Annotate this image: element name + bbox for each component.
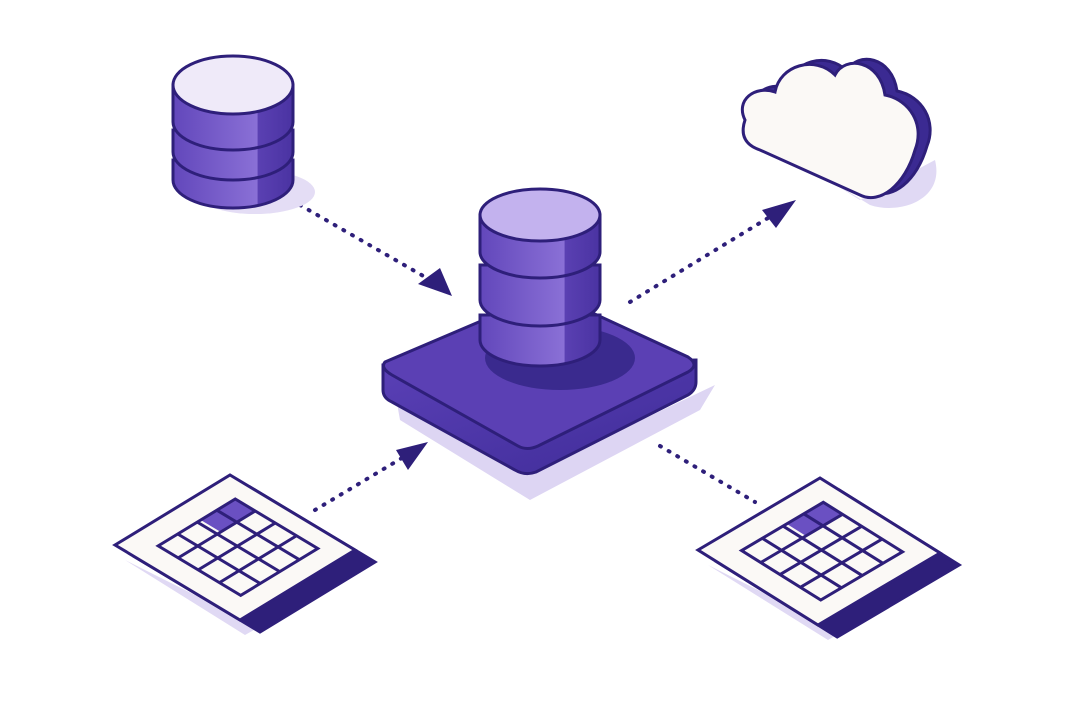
- edge-center-to-cloud: [628, 216, 770, 304]
- source-table-icon: [115, 475, 375, 635]
- cloud-icon: [740, 57, 937, 208]
- arrowhead-icon: [396, 442, 428, 470]
- edge-center-to-output-table: [658, 444, 757, 504]
- source-database-icon: [171, 54, 315, 214]
- edge-source-database-to-center: [298, 203, 427, 279]
- central-database-icon: [478, 187, 602, 368]
- arrowhead-icon: [762, 200, 796, 228]
- output-table-icon: [698, 478, 959, 640]
- central-platform: [381, 293, 715, 500]
- edge-source-table-to-center: [313, 456, 404, 512]
- edges: [298, 203, 770, 512]
- arrowhead-icon: [418, 268, 452, 296]
